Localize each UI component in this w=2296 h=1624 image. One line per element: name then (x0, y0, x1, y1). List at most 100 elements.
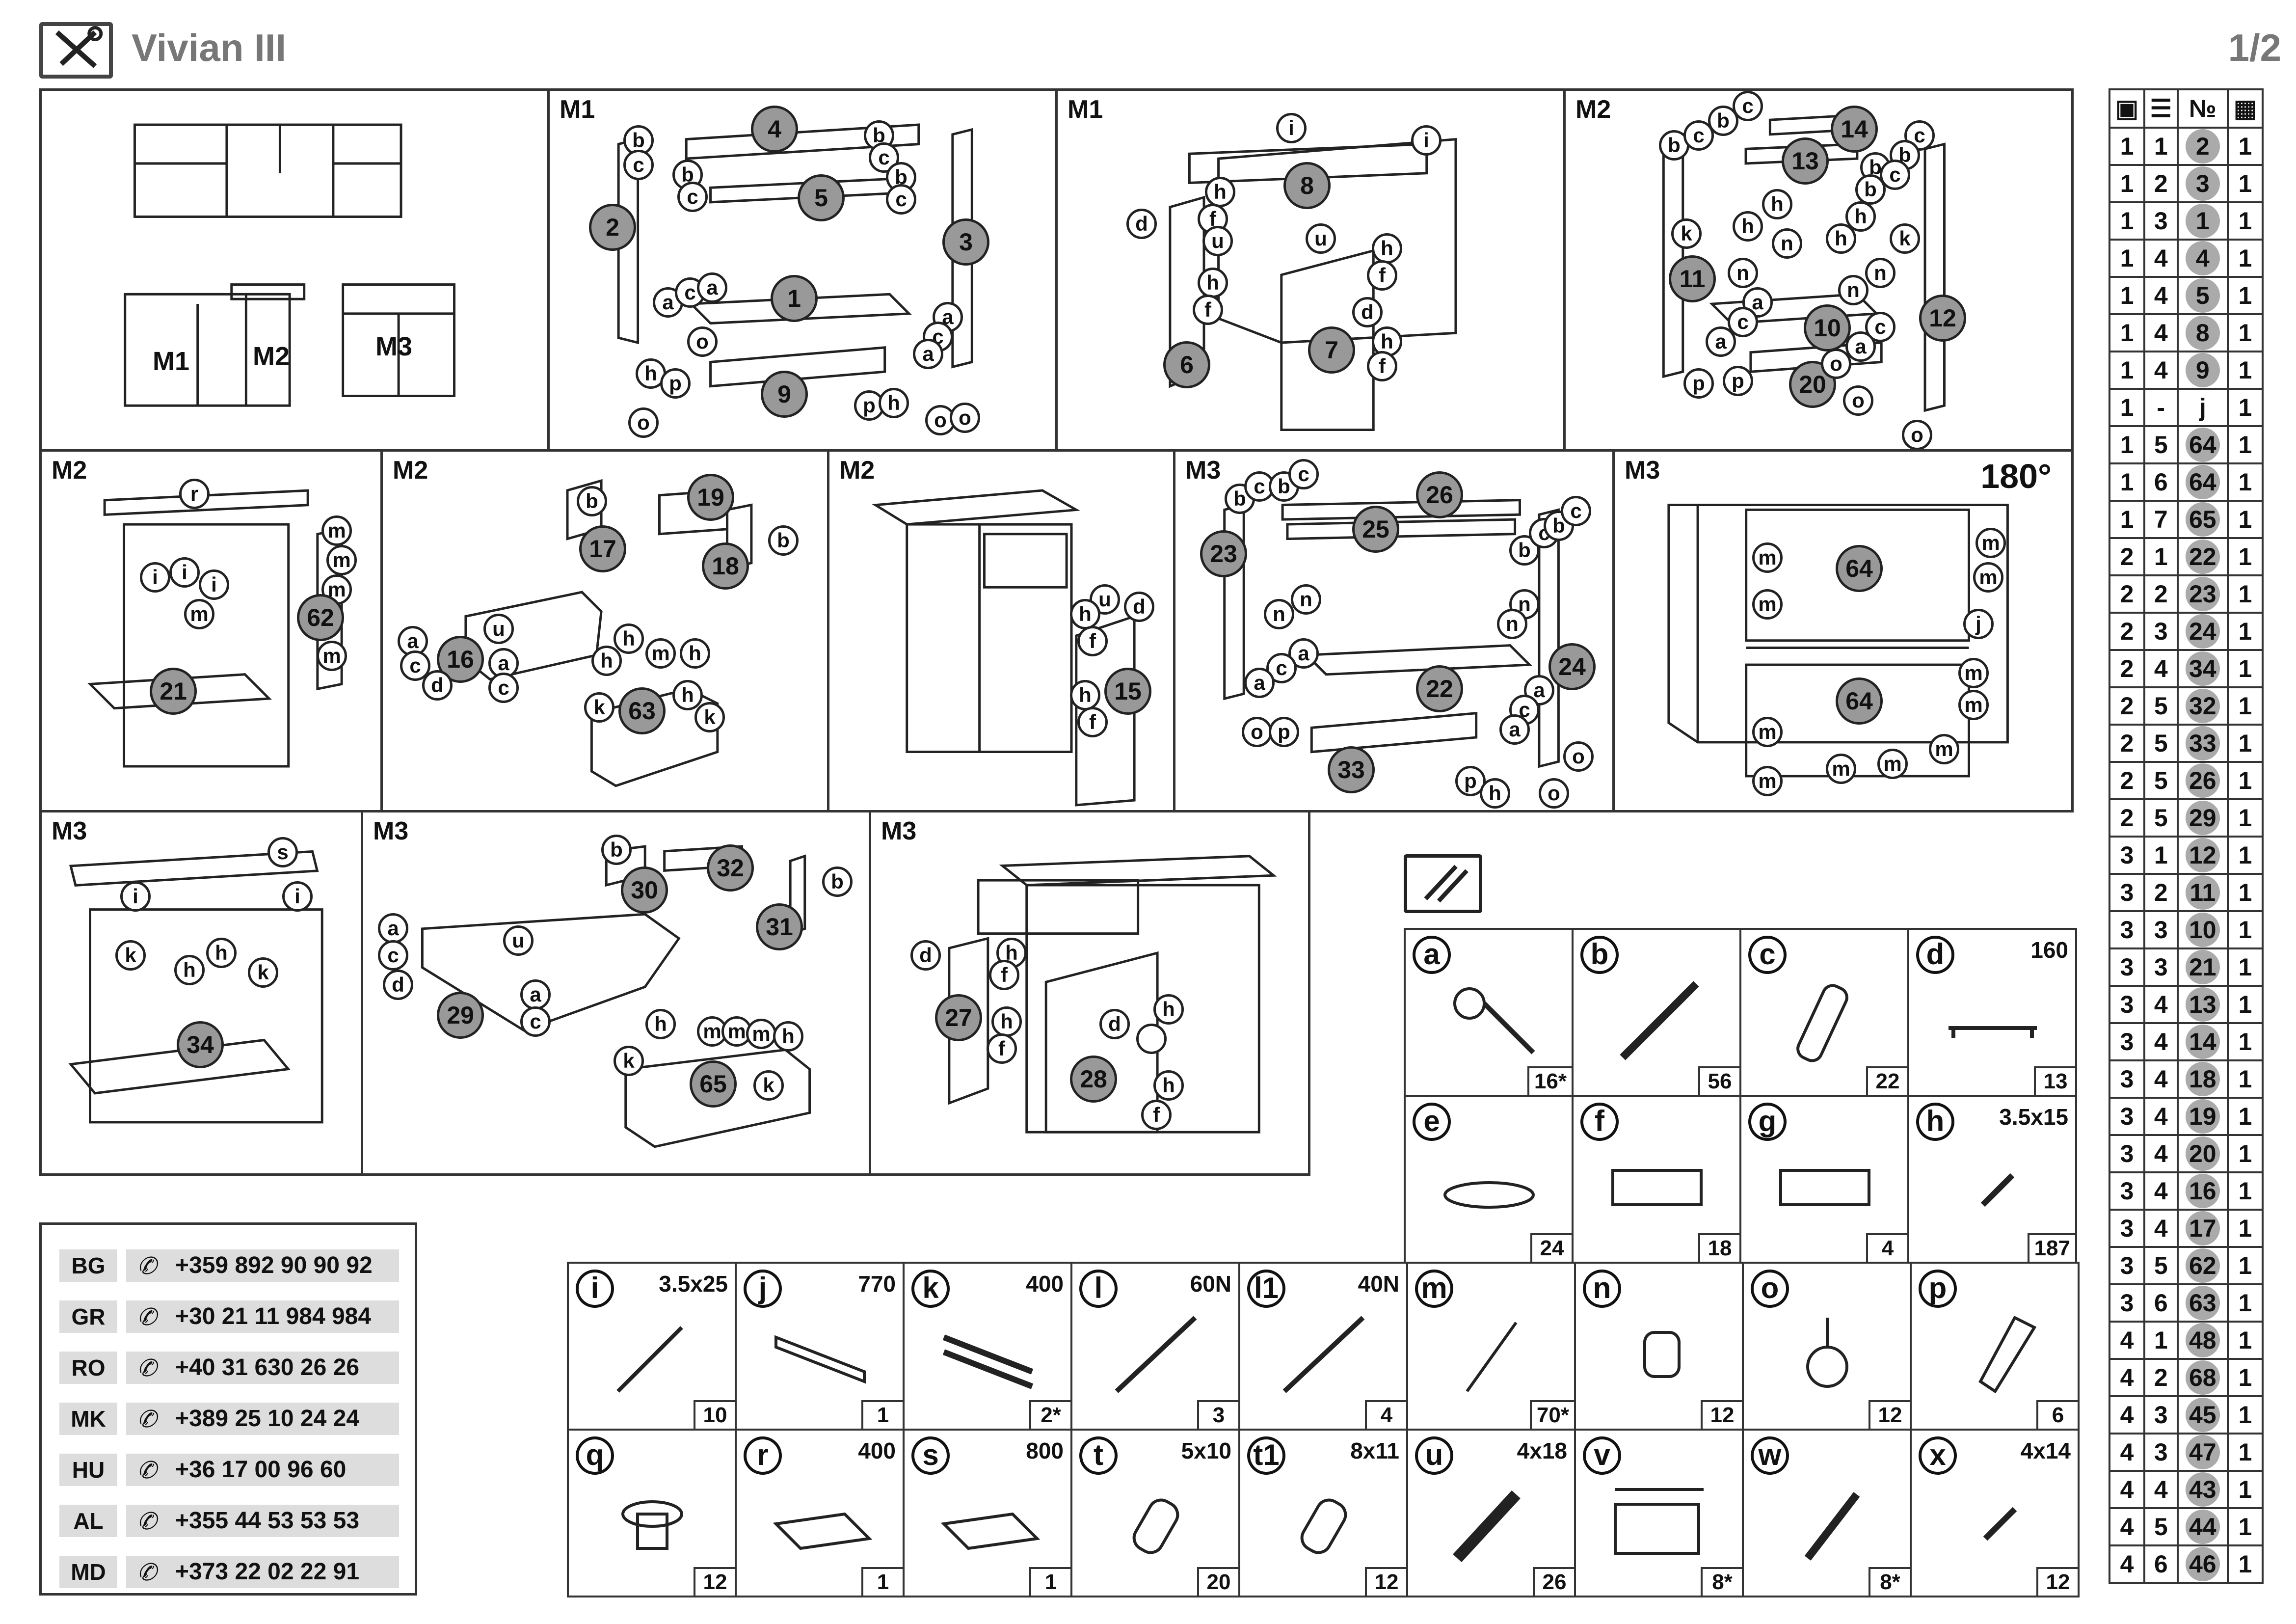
qty-cell: 1 (2227, 1433, 2264, 1472)
hw-callout: c (886, 184, 916, 215)
hardware-qty: 4 (1365, 1400, 1406, 1429)
part-number-cell: 14 (2176, 1022, 2229, 1061)
step-panel-5: M2 b 19 17 18 b a u c 16 a d c h h m h k… (380, 449, 829, 812)
hw-callout: h (773, 1021, 803, 1052)
hardware-letter: h (1916, 1103, 1954, 1141)
hardware-size: 8x11 (1350, 1438, 1399, 1463)
qty-cell: 1 (2227, 1507, 2264, 1546)
box-cell: 4 (2109, 1470, 2145, 1509)
qty-cell: 1 (2227, 127, 2264, 166)
qty-cell: 1 (2227, 1283, 2264, 1323)
hw-callout: k (1671, 218, 1702, 249)
pack-cell: 5 (2143, 1246, 2179, 1285)
hw-callout: c (488, 673, 519, 703)
part-number: 63 (2185, 1286, 2220, 1320)
phone-icon: ✆ (137, 1355, 157, 1381)
part-number: 65 (2185, 502, 2220, 537)
box-cell: 4 (2109, 1433, 2145, 1472)
part-number: 8 (2185, 316, 2220, 350)
part-19: 19 (687, 474, 734, 521)
country-code: AL (59, 1505, 117, 1537)
box-cell: 4 (2109, 1507, 2145, 1546)
step-title: M1 (1068, 95, 1103, 124)
hardware-qty: 1 (861, 1400, 903, 1429)
screw-confirmat-icon (1620, 981, 1699, 1060)
hardware-letter: p (1919, 1270, 1957, 1308)
part-12: 12 (1919, 295, 1966, 342)
step-panel-2: M1 i i 8 h f d u u h f h f d h f 6 7 (1055, 88, 1566, 452)
dowel-icon (1796, 984, 1848, 1062)
phone-row-bg: BG+359 892 90 90 92✆ (59, 1249, 399, 1282)
hw-callout: h (1205, 177, 1235, 207)
hw-callout: k (115, 940, 146, 971)
box-cell: 4 (2109, 1544, 2145, 1584)
pack-cell: 4 (2143, 276, 2179, 315)
pack-cell: 7 (2143, 500, 2179, 539)
hw-callout: n (1772, 228, 1802, 259)
hardware-size: 4x14 (2020, 1438, 2071, 1463)
screw-large-icon (1453, 1490, 1521, 1563)
pack-cell: 4 (2143, 1022, 2179, 1061)
qty-cell: 1 (2227, 201, 2264, 241)
part-number: 19 (2185, 1099, 2220, 1134)
part-number-cell: 45 (2176, 1395, 2229, 1435)
hardware-qty: 24 (1530, 1233, 1572, 1262)
part-13: 13 (1782, 137, 1829, 185)
stack-icon: ☰ (2143, 88, 2179, 129)
pack-cell: 3 (2143, 1395, 2179, 1435)
part-10: 10 (1804, 304, 1851, 352)
page-title: Vivian III (132, 26, 287, 69)
part-8: 8 (1283, 162, 1331, 209)
pack-cell: 3 (2143, 947, 2179, 987)
part-29: 29 (437, 992, 484, 1039)
box-cell: 1 (2109, 239, 2145, 278)
part-number: 44 (2185, 1510, 2220, 1544)
pack-cell: 1 (2143, 127, 2179, 166)
hw-callout: m (1958, 658, 1989, 688)
hardware-letter: g (1748, 1103, 1787, 1141)
qty-cell: 1 (2227, 649, 2264, 688)
hw-callout: c (520, 1006, 551, 1037)
hardware-letter: b (1580, 936, 1619, 974)
part-number: j (2199, 394, 2206, 421)
part-23: 23 (1200, 530, 1247, 577)
part-number-cell: j (2176, 388, 2229, 427)
hw-callout: c (1880, 160, 1910, 190)
hw-callout: d (1124, 592, 1154, 622)
profile-icon (774, 1335, 866, 1384)
hw-callout: i (282, 881, 313, 912)
qty-cell: 1 (2227, 1246, 2264, 1285)
hw-callout: u (503, 925, 534, 956)
box-cell: 3 (2109, 873, 2145, 912)
part-number: 16 (2185, 1174, 2220, 1208)
pack-cell: 4 (2143, 313, 2179, 352)
hw-callout: m (645, 638, 676, 669)
step-panel-7: M3 26 25 23 22 24 33 b c b c b c b c n n… (1173, 449, 1615, 812)
qty-cell: 1 (2227, 276, 2264, 315)
country-code: BG (59, 1249, 117, 1282)
part-number-cell: 4 (2176, 239, 2229, 278)
step-panel-10: M3 b 30 32 31 b a u c d 29 a c h m m m h… (361, 810, 871, 1176)
hw-callout: a (1244, 668, 1275, 698)
hw-callout: c (1561, 496, 1591, 526)
hw-callout: a (1845, 331, 1876, 362)
part-number: 48 (2185, 1323, 2220, 1357)
qty-cell: 1 (2227, 313, 2264, 352)
box-cell: 3 (2109, 947, 2145, 987)
hw-callout: h (1762, 189, 1792, 219)
phone-number: +389 25 10 24 24 (126, 1403, 399, 1435)
hw-callout: o (628, 407, 659, 438)
step-panel-4: M2 r i i i m m m m m 21 62 (39, 449, 383, 812)
hw-callout: f (987, 1033, 1017, 1064)
hw-callout: c (677, 182, 708, 212)
